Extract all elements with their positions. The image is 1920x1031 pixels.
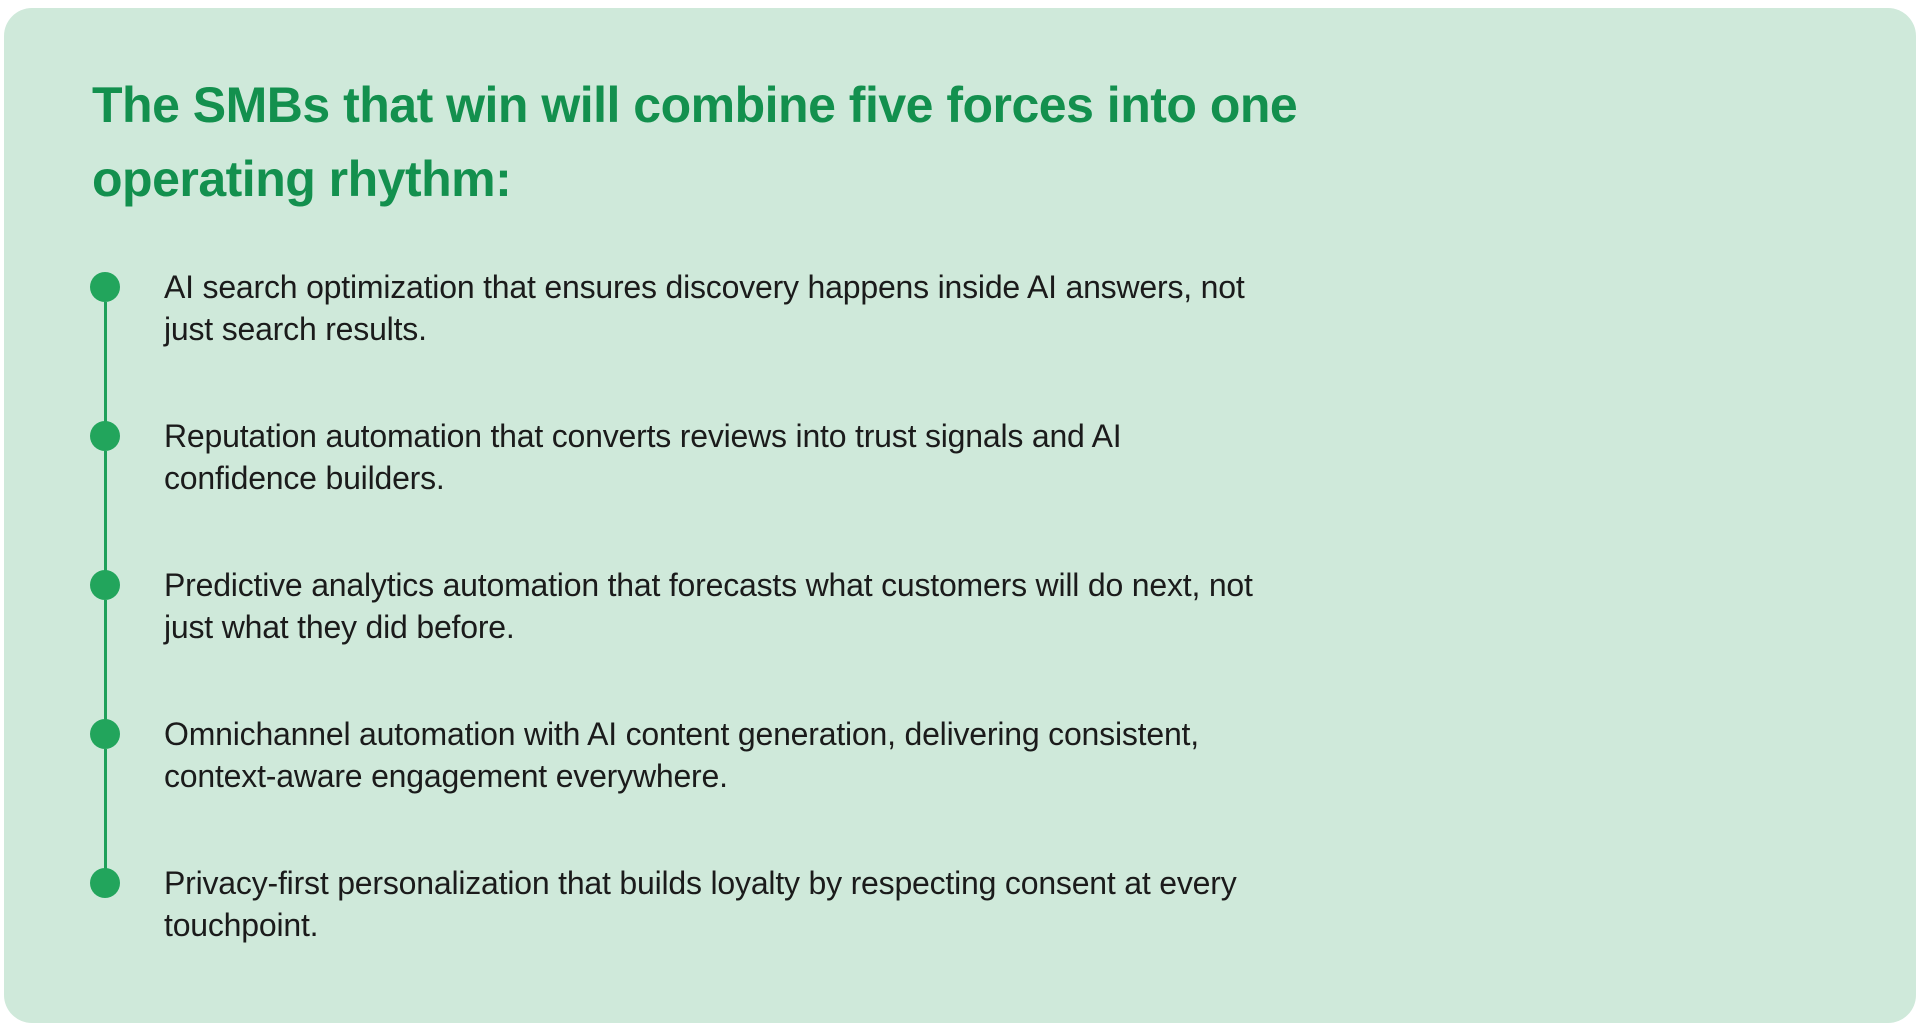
list-item-text: AI search optimization that ensures disc… (4, 266, 1916, 350)
timeline-connector (103, 451, 107, 571)
bullet-dot-icon (90, 868, 120, 898)
list-item-line: Predictive analytics automation that for… (164, 567, 1253, 603)
list-item-text: Reputation automation that converts revi… (4, 415, 1916, 499)
card-heading-line-2: operating rhythm: (92, 151, 512, 207)
list-item-line: AI search optimization that ensures disc… (164, 269, 1245, 305)
list-item: Omnichannel automation with AI content g… (4, 713, 1916, 869)
callout-card: The SMBs that win will combine five forc… (4, 8, 1916, 1023)
timeline-connector (103, 302, 107, 422)
list-item-text: Predictive analytics automation that for… (4, 564, 1916, 648)
list-item-line: Privacy-first personalization that build… (164, 865, 1237, 901)
list-item-line: just what they did before. (164, 609, 515, 645)
list-item: AI search optimization that ensures disc… (4, 266, 1916, 422)
list-item-line: confidence builders. (164, 460, 445, 496)
list-item-line: Omnichannel automation with AI content g… (164, 716, 1199, 752)
list-item-line: just search results. (164, 311, 427, 347)
timeline-connector (103, 600, 107, 720)
list-item: Reputation automation that converts revi… (4, 415, 1916, 571)
list-item-line: touchpoint. (164, 907, 319, 943)
bullet-dot-icon (90, 421, 120, 451)
list-item-text: Omnichannel automation with AI content g… (4, 713, 1916, 797)
list-item: Privacy-first personalization that build… (4, 862, 1916, 946)
list-item-line: context-aware engagement everywhere. (164, 758, 728, 794)
list-item-line: Reputation automation that converts revi… (164, 418, 1122, 454)
card-heading-line-1: The SMBs that win will combine five forc… (92, 77, 1298, 133)
list-item-text: Privacy-first personalization that build… (4, 862, 1916, 946)
list-item: Predictive analytics automation that for… (4, 564, 1916, 720)
bullet-dot-icon (90, 570, 120, 600)
timeline-connector (103, 749, 107, 869)
bullet-dot-icon (90, 719, 120, 749)
bullet-dot-icon (90, 272, 120, 302)
bullet-list: AI search optimization that ensures disc… (4, 266, 1916, 946)
card-heading: The SMBs that win will combine five forc… (4, 8, 1916, 216)
